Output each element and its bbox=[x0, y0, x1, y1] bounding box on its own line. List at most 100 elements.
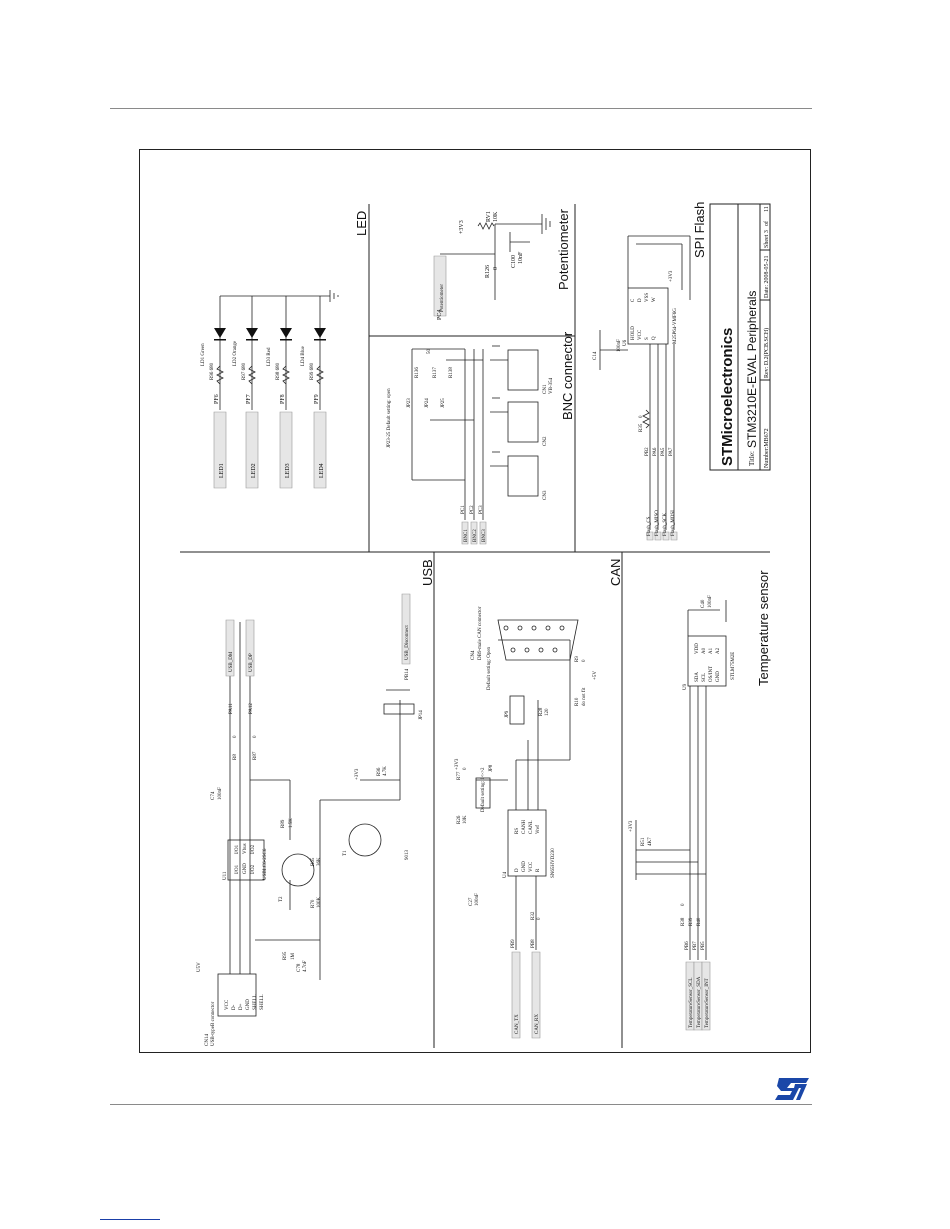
title-block-company: STMicroelectronics bbox=[719, 328, 736, 466]
usb-r65: R65 bbox=[311, 857, 316, 866]
usb-r8: R8 bbox=[233, 754, 238, 760]
led-res-2: R97 680 bbox=[242, 362, 247, 380]
usb-conn-pin-6: SHELL bbox=[260, 994, 265, 1010]
usb-r70: R70 bbox=[311, 899, 316, 908]
can-r77: R77 bbox=[457, 771, 462, 780]
temp-net-int: TemperatureSensor_INT bbox=[705, 978, 710, 1028]
led-diodes bbox=[214, 328, 326, 341]
can-connector: CN4 bbox=[471, 650, 476, 660]
footer-link[interactable] bbox=[100, 1219, 160, 1220]
usb-r95: R95 bbox=[283, 951, 288, 960]
led-wiring bbox=[219, 290, 339, 410]
spi-net-cs: Flash_CS bbox=[647, 516, 652, 536]
usb-r87: R87 bbox=[253, 751, 258, 760]
title-block-date: Date: 2008-05-21 bbox=[764, 256, 770, 299]
can-jumper-jp9: JP9 bbox=[505, 710, 510, 718]
st-logo-icon bbox=[775, 1078, 809, 1100]
bnc-pin-2: PC2 bbox=[470, 505, 475, 514]
temp-net-scl: TemperatureSensor_SCL bbox=[689, 978, 694, 1028]
section-title-spi: SPI Flash bbox=[692, 202, 707, 258]
can-ic-pin-7: CANL bbox=[529, 820, 534, 834]
usb-ic-part: USBLC6-2SC6 bbox=[263, 848, 268, 880]
pot-net-label bbox=[433, 255, 447, 317]
section-dividers bbox=[180, 204, 770, 1048]
can-ic-pin-8: Vref bbox=[536, 825, 541, 834]
led-pin-4: PF9 bbox=[314, 394, 320, 404]
title-block-title: STM3210E-EVAL Peripherals bbox=[745, 291, 759, 448]
usb-ic-pin-4: I/O1 bbox=[235, 844, 240, 854]
can-net-rx: CAN_RX bbox=[535, 1014, 540, 1034]
spi-cap: C14 bbox=[593, 351, 598, 360]
temp-rpull-value: 4K7 bbox=[648, 837, 653, 846]
bnc-conn-2: CN2 bbox=[543, 436, 548, 446]
section-title-can: CAN bbox=[608, 559, 623, 586]
can-ic-pin-5: RS bbox=[515, 828, 520, 834]
spi-resistor: R35 bbox=[639, 423, 644, 432]
spi-ic-pin-4: Q bbox=[652, 336, 657, 340]
section-title-potentiometer: Potentiometer bbox=[556, 208, 571, 290]
bnc-net-3: BNC3 bbox=[482, 529, 487, 542]
usb-conn-pin-1: VCC bbox=[225, 999, 230, 1010]
usb-r65-value: 36K bbox=[317, 857, 322, 866]
usb-ic-pin-1: I/O1 bbox=[235, 864, 240, 874]
can-jumper-jp8: JP8 bbox=[489, 764, 494, 772]
temp-ic-pin-7: A1 bbox=[709, 647, 714, 654]
usb-conn-desc: USB-typeB connector bbox=[211, 1001, 216, 1046]
spi-ic-pin-5: C bbox=[631, 298, 636, 302]
usb-r96-value: 4.7K bbox=[383, 766, 388, 776]
can-r10: R10 bbox=[575, 697, 580, 706]
temp-pin-pb6: PB6 bbox=[685, 941, 690, 950]
spi-pin-sck: PA5 bbox=[661, 447, 666, 456]
led-res-3: R98 680 bbox=[276, 362, 281, 380]
bnc-conn-3: CN3 bbox=[543, 490, 548, 500]
spi-ic-pin-8: W bbox=[652, 297, 657, 302]
can-r32-value: 0 bbox=[537, 917, 542, 920]
temp-ic-pin-8: A2 bbox=[716, 647, 721, 654]
section-title-bnc: BNC connector bbox=[560, 331, 575, 420]
can-r9: R9 bbox=[575, 656, 580, 662]
can-r28: R28 bbox=[539, 707, 544, 716]
usb-r95-value: 1M bbox=[291, 953, 296, 961]
section-title-temperature: Temperature sensor bbox=[756, 570, 771, 686]
usb-net-dp: USB_DP bbox=[249, 653, 254, 672]
title-block-number: Number:MB672 bbox=[764, 428, 770, 468]
led-net-2: LED2 bbox=[251, 463, 257, 478]
can-net-labels bbox=[511, 951, 541, 1039]
can-r32: R32 bbox=[531, 911, 536, 920]
title-block-sheet: Sheet 3 bbox=[764, 230, 770, 248]
can-ic-pin-4: R bbox=[536, 868, 541, 872]
spi-ic-pin-6: D bbox=[638, 298, 643, 302]
temp-ic-pin-2: SCL bbox=[702, 673, 707, 682]
led-pin-3: PF8 bbox=[280, 394, 286, 404]
usb-c78-value: 4.7nF bbox=[303, 960, 308, 972]
bnc-jumper-2: JP24 bbox=[425, 398, 430, 408]
temp-ic-pin-3: OS/INT bbox=[709, 666, 714, 682]
can-r26-value: 10K bbox=[463, 815, 468, 824]
led-pin-1: PF6 bbox=[214, 394, 220, 404]
can-pin-pb8: PB8 bbox=[531, 939, 536, 948]
bnc-jumper-3: JP25 bbox=[441, 398, 446, 408]
pot-rv-value: 10K bbox=[493, 211, 499, 222]
spi-ic-pin-1: HOLD bbox=[631, 326, 636, 340]
title-block bbox=[709, 203, 771, 471]
led-ld-4: LD4 Blue bbox=[301, 345, 306, 366]
title-block-title-label: Title: bbox=[748, 451, 756, 466]
title-block-sheet-total: 11 bbox=[764, 206, 770, 212]
can-jp8-note: Default setting: 1<->2 bbox=[481, 767, 486, 812]
can-ic-pin-6: CANH bbox=[522, 819, 527, 834]
usb-net-dm: USB_DM bbox=[229, 651, 234, 672]
usb-ic: U11 bbox=[223, 871, 228, 880]
footer-rule bbox=[110, 1104, 812, 1105]
can-wiring bbox=[475, 619, 579, 950]
temp-cap-value: 100nF bbox=[708, 595, 713, 608]
can-r26: R26 bbox=[457, 815, 462, 824]
section-title-usb: USB bbox=[420, 559, 435, 586]
bnc-note: JP23-25 Default setting: open bbox=[387, 388, 392, 448]
can-r28-value: 120 bbox=[545, 708, 550, 716]
bnc-pin-3: PC3 bbox=[479, 505, 484, 514]
can-ic: U4 bbox=[503, 871, 508, 878]
led-ld-2: LD2 Orange bbox=[233, 340, 238, 366]
section-title-led: LED bbox=[354, 211, 369, 236]
title-block-of: of bbox=[763, 221, 770, 226]
